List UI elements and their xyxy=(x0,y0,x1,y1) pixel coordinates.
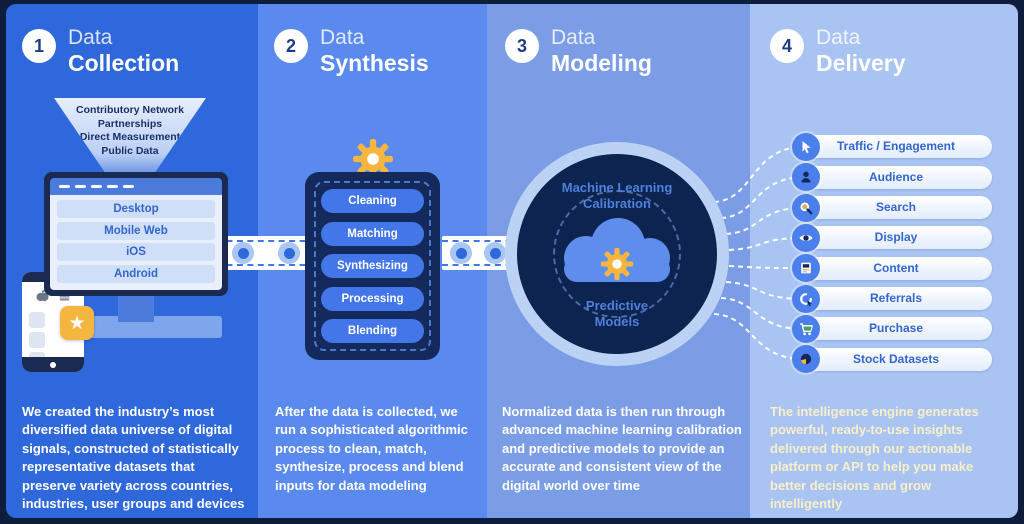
step-1-column: 1 Data Collection Contributory Network P… xyxy=(6,4,258,518)
monitor-stand xyxy=(118,296,154,322)
fan-connector-lines xyxy=(713,146,805,360)
step-1-header: 1 Data Collection xyxy=(22,26,179,77)
delivery-pill: Display xyxy=(800,226,992,249)
belt-roller xyxy=(484,242,506,264)
phone-home-button xyxy=(22,357,84,372)
step-3-title-line2: Modeling xyxy=(551,50,652,77)
process-pill: Processing xyxy=(321,286,424,311)
data-sources-funnel: Contributory Network Partnerships Direct… xyxy=(54,98,206,178)
process-pill: Matching xyxy=(321,221,424,246)
dashed-border xyxy=(314,181,431,351)
step-4-header: 4 Data Delivery xyxy=(770,26,906,77)
delivery-pill: Purchase xyxy=(800,317,992,340)
step-1-title: Data Collection xyxy=(68,26,179,77)
star-icon: ★ xyxy=(68,312,86,334)
step-2-title-line2: Synthesis xyxy=(320,50,429,77)
funnel-source-line: Direct Measurement xyxy=(79,131,181,143)
app-tile xyxy=(29,332,45,348)
star-app-badge: ★ xyxy=(60,306,94,340)
step-3-description: Normalized data is then run through adva… xyxy=(502,404,742,493)
cart-icon xyxy=(792,315,820,343)
belt-roller xyxy=(232,242,254,264)
delivery-pill: Content xyxy=(800,257,992,280)
monitor-menu-bar xyxy=(50,178,222,195)
desktop-monitor: Desktop Mobile Web iOS Android xyxy=(44,172,228,296)
dashed-ring xyxy=(553,190,681,318)
monitor-screen: Desktop Mobile Web iOS Android xyxy=(50,195,222,290)
eye-icon xyxy=(792,224,820,252)
gear-icon xyxy=(352,138,394,185)
step-4-title-line1: Data xyxy=(816,26,861,49)
funnel-source-line: Public Data xyxy=(101,144,159,157)
delivery-pill: Referrals xyxy=(800,287,992,310)
step-2-header: 2 Data Synthesis xyxy=(274,26,429,77)
step-2-title: Data Synthesis xyxy=(320,26,429,77)
conveyor-belt xyxy=(216,236,316,270)
platform-row: iOS xyxy=(57,243,215,261)
delivery-pill: Audience xyxy=(800,166,992,189)
step-3-header: 3 Data Modeling xyxy=(505,26,652,77)
synthesis-process-box: Cleaning Matching Synthesizing Processin… xyxy=(305,172,440,360)
belt-roller xyxy=(278,242,300,264)
step-3-title-line1: Data xyxy=(551,26,596,49)
platform-row: Mobile Web xyxy=(57,221,215,240)
funnel-source-line: Contributory Network xyxy=(76,104,184,116)
predictive-models-label: Predictive Models xyxy=(585,297,649,329)
step-1-description: We created the industry’s most diversifi… xyxy=(22,404,245,512)
referral-arrow-icon xyxy=(792,285,820,313)
article-icon xyxy=(792,254,820,282)
step-2-description: After the data is collected, we run a so… xyxy=(275,404,468,493)
magnifier-icon xyxy=(792,194,820,222)
step-3-number-badge: 3 xyxy=(505,29,539,63)
step-3-column: 3 Data Modeling Machine Learning Calibra… xyxy=(487,4,750,518)
step-1-title-line2: Collection xyxy=(68,50,180,77)
delivery-pill: Traffic / Engagement xyxy=(800,135,992,158)
process-pill: Synthesizing xyxy=(321,254,424,278)
pie-chart-icon xyxy=(792,345,820,373)
step-3-title: Data Modeling xyxy=(551,26,652,77)
step-4-title: Data Delivery xyxy=(816,26,906,77)
cloud-icon xyxy=(552,212,682,286)
gear-icon xyxy=(600,247,634,286)
monitor-base xyxy=(70,316,222,338)
step-4-number-badge: 4 xyxy=(770,29,804,63)
app-tile xyxy=(29,312,45,328)
process-pill: Cleaning xyxy=(321,189,424,213)
modeling-halo-ring: Machine Learning Calibration xyxy=(505,142,729,366)
person-icon xyxy=(792,163,820,191)
step-1-title-line1: Data xyxy=(68,26,113,49)
step-4-title-line2: Delivery xyxy=(816,50,906,77)
platform-row: Android xyxy=(57,264,215,283)
step-4-column: 4 Data Delivery Traffic / Engagement Aud… xyxy=(750,4,1018,518)
step-2-number-badge: 2 xyxy=(274,29,308,63)
cursor-icon xyxy=(792,133,820,161)
funnel-source-line: Partnerships xyxy=(97,117,163,130)
step-2-title-line1: Data xyxy=(320,26,365,49)
step-4-description: The intelligence engine generates powerf… xyxy=(770,404,979,512)
infographic-card: 1 Data Collection Contributory Network P… xyxy=(6,4,1018,518)
delivery-pill: Stock Datasets xyxy=(800,348,992,371)
delivery-pill: Search xyxy=(800,196,992,219)
platform-row: Desktop xyxy=(57,200,215,218)
step-1-number-badge: 1 xyxy=(22,29,56,63)
process-pill: Blending xyxy=(321,319,424,343)
ml-calibration-label: Machine Learning Calibration xyxy=(561,180,673,212)
modeling-circle: Machine Learning Calibration xyxy=(517,154,717,354)
belt-roller xyxy=(450,242,472,264)
